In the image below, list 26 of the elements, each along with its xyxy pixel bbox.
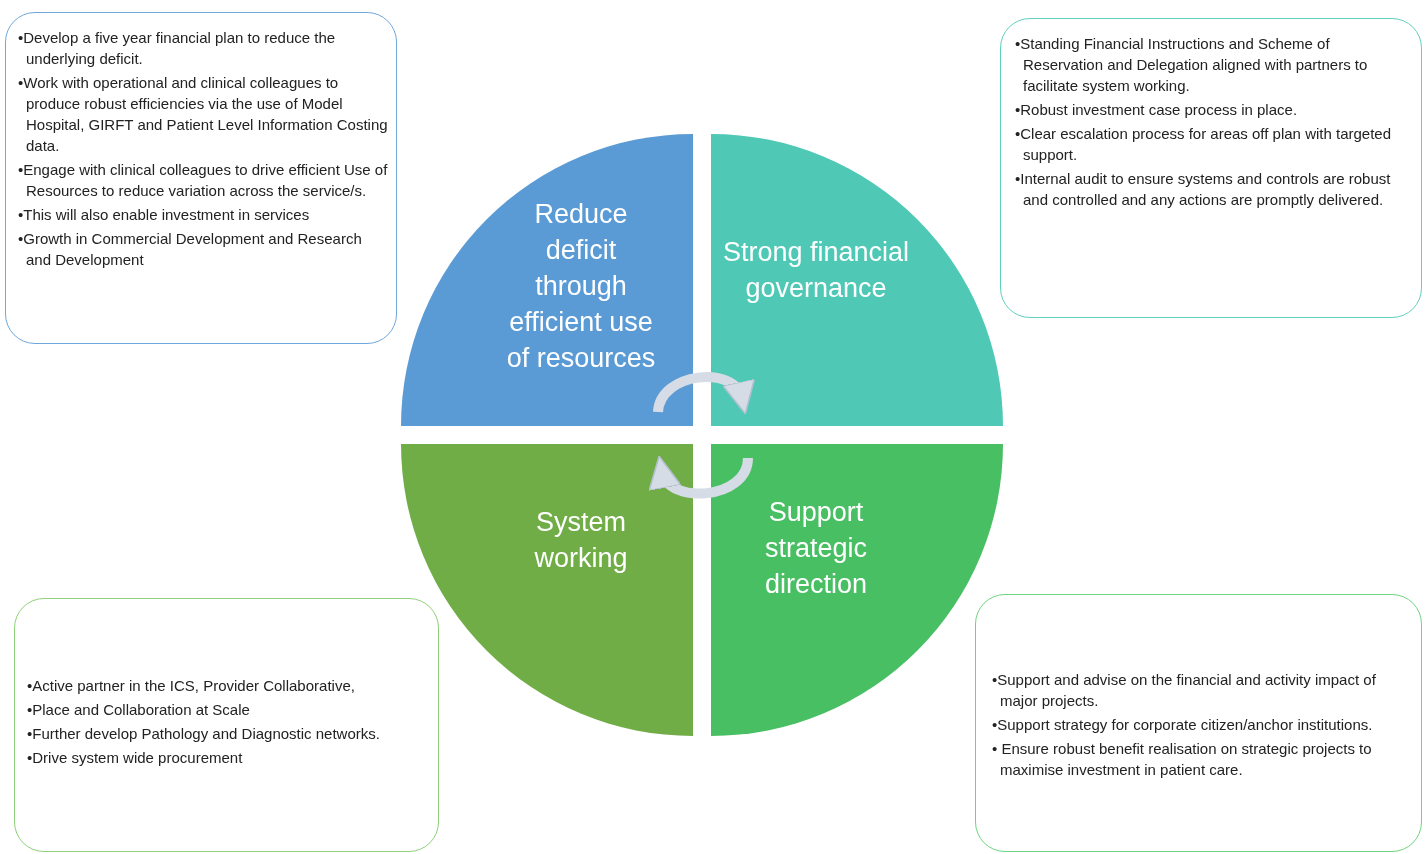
bullet-point: •Drive system wide procurement [27,748,244,768]
bullet-point: •Clear escalation process for areas off plan with targeted support. [1015,124,1392,165]
bullet-point: •Develop a five year financial plan to reduce the underlying deficit. [18,28,337,69]
bullet-point: •Work with operational and clinical colleagues to produce robust efficiencies via the use of Model Hospital, GIRFT and Patient Level Information Costing data. [18,73,389,156]
bullet-point: • Ensure robust benefit realisation on strategic projects to maximise investment in patient care. [992,739,1373,780]
bullet-point: •Growth in Commercial Development and Research and Development [18,229,363,270]
text-panel [5,12,397,344]
bullet-point: •Active partner in the ICS, Provider Collaborative, [27,676,356,696]
cycle-arrow [652,456,753,499]
bullet-point: •Standing Financial Instructions and Scheme of Reservation and Delegation aligned with partners to facilitate system working. [1015,34,1369,96]
bullet-point: •Place and Collaboration at Scale [27,700,251,720]
text-panel [14,598,439,852]
quadrant-title: System working [533,506,629,575]
quadrant-title: Support strategic direction [763,496,869,601]
bullet-point: •Further develop Pathology and Diagnostic networks. [27,724,381,744]
bullet-point: •Internal audit to ensure systems and controls are robust and controlled and any actions are promptly delivered. [1015,169,1392,210]
text-panel [975,594,1422,852]
quadrant-title: Strong financial governance [721,236,911,305]
text-panel [1000,18,1422,318]
bullet-point: •Support strategy for corporate citizen/anchor institutions. [992,715,1374,735]
bullet-point: •This will also enable investment in services [18,205,311,225]
cycle-arrow [653,372,752,414]
bullet-point: •Robust investment case process in place. [1015,100,1299,120]
bullet-point: •Engage with clinical colleagues to drive efficient Use of Resources to reduce variation across the service/s. [18,160,389,201]
bullet-point: •Support and advise on the financial and activity impact of major projects. [992,670,1377,711]
quadrant-title: Reduce deficit through efficient use of resources [505,198,657,375]
